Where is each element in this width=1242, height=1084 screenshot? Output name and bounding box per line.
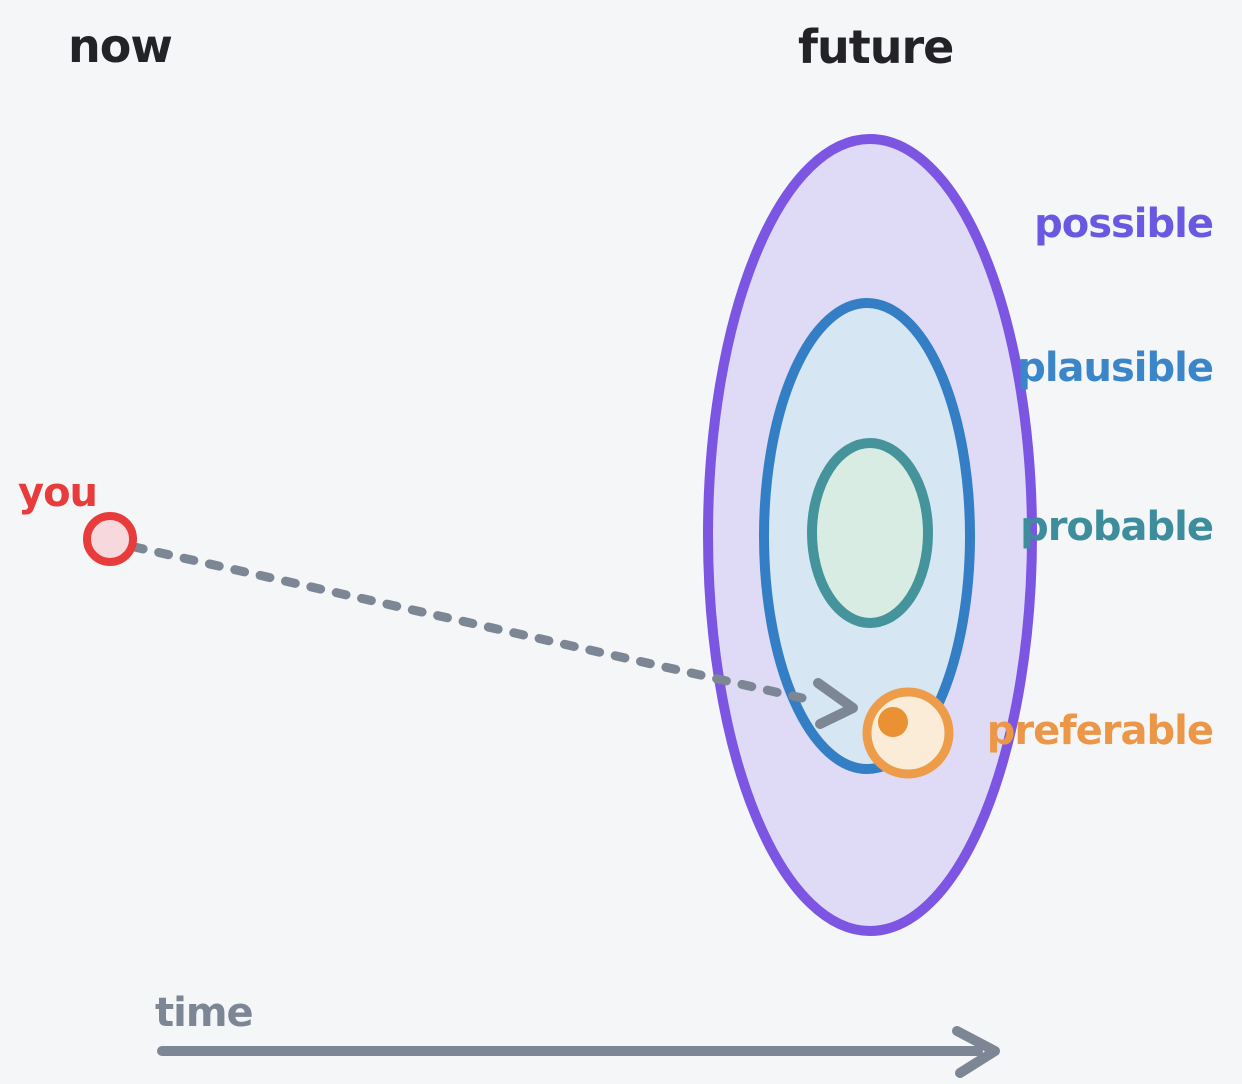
time-label: time — [155, 990, 253, 1036]
preferable-marker-dot — [878, 707, 908, 737]
preferable-label: preferable — [987, 708, 1213, 754]
probable-ellipse — [807, 438, 933, 628]
time-axis-arrow — [157, 1026, 1000, 1078]
trajectory-arrow — [103, 536, 858, 729]
plausible-label: plausible — [1017, 345, 1213, 391]
trajectory-arrowhead — [813, 678, 858, 729]
preferable-marker — [862, 687, 954, 779]
now-label: now — [68, 19, 172, 73]
preferable-marker-ring — [862, 687, 954, 779]
probable-label: probable — [1020, 504, 1213, 550]
possible-label: possible — [1034, 201, 1213, 247]
you-marker — [83, 512, 137, 566]
time-axis-arrowhead — [952, 1026, 1000, 1078]
you-label: you — [18, 470, 97, 516]
future-label: future — [798, 20, 953, 74]
